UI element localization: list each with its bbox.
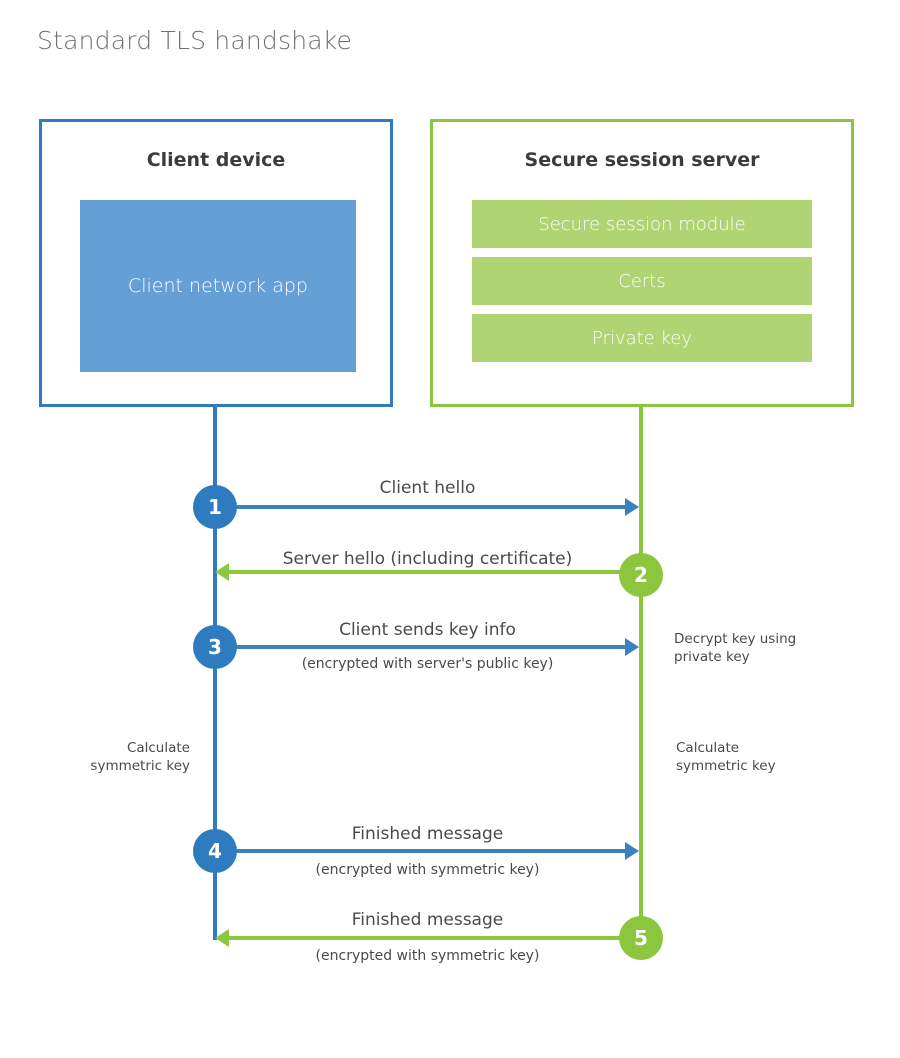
page-title: Standard TLS handshake (37, 26, 353, 55)
message-line-step-2 (229, 570, 641, 574)
server-lifeline (639, 407, 643, 940)
client-lifeline (213, 407, 217, 940)
message-sublabel-step-5: (encrypted with symmetric key) (315, 948, 540, 964)
message-line-step-3 (215, 645, 625, 649)
message-sublabel-step-4: (encrypted with symmetric key) (315, 862, 540, 878)
message-label-step-4: Finished message (351, 824, 504, 844)
step-circle-3: 3 (193, 625, 237, 669)
annotation-client-calculate-symmetric-key: Calculate symmetric key (90, 740, 190, 775)
client-device-title: Client device (146, 149, 286, 171)
server-component-certs: Certs (472, 257, 812, 305)
secure-session-server-box: Secure session server Secure session mod… (430, 119, 854, 407)
arrow-head-left-icon-step-2 (215, 563, 229, 581)
client-network-app-block: Client network app (80, 200, 356, 372)
secure-session-server-title: Secure session server (524, 149, 760, 171)
client-device-box: Client device Client network app (39, 119, 393, 407)
annotation-decrypt-key: Decrypt key using private key (674, 631, 797, 666)
arrow-head-right-icon-step-3 (625, 638, 639, 656)
annotation-server-calculate-symmetric-key: Calculate symmetric key (676, 740, 776, 775)
server-components-list: Secure session module Certs Private key (472, 200, 812, 362)
message-label-step-2: Server hello (including certificate) (282, 549, 573, 569)
arrow-head-right-icon-step-1 (625, 498, 639, 516)
step-circle-4: 4 (193, 829, 237, 873)
arrow-head-right-icon-step-4 (625, 842, 639, 860)
arrow-head-left-icon-step-5 (215, 929, 229, 947)
message-line-step-5 (229, 936, 641, 940)
message-label-step-3: Client sends key info (339, 620, 516, 640)
step-circle-1: 1 (193, 485, 237, 529)
message-line-step-4 (215, 849, 625, 853)
message-label-step-1: Client hello (379, 478, 476, 498)
server-component-private-key: Private key (472, 314, 812, 362)
step-circle-5: 5 (619, 916, 663, 960)
message-label-step-5: Finished message (351, 910, 504, 930)
step-circle-2: 2 (619, 553, 663, 597)
server-component-secure-session-module: Secure session module (472, 200, 812, 248)
message-line-step-1 (215, 505, 625, 509)
message-sublabel-step-3: (encrypted with server's public key) (301, 656, 554, 672)
